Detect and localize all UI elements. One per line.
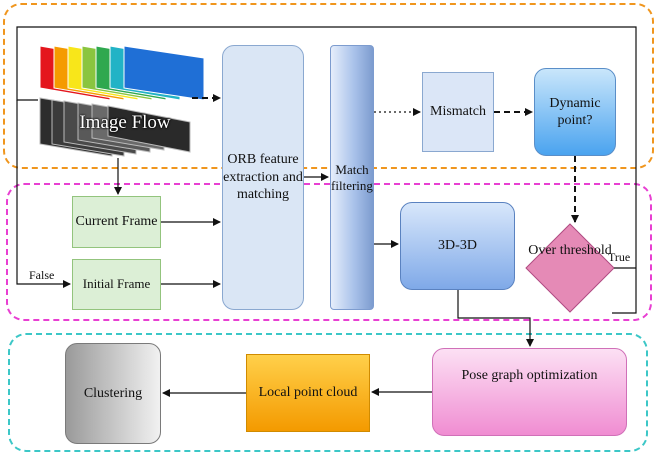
clustering-box: Clustering (65, 343, 161, 444)
clustering-label: Clustering (83, 385, 143, 401)
dynamic-point-box: Dynamic point? (534, 68, 616, 156)
mismatch-label: Mismatch (430, 104, 486, 120)
local-point-cloud-box: Local point cloud (246, 354, 370, 432)
feature-region-outline (3, 3, 654, 169)
current-frame-box: Current Frame (72, 196, 161, 248)
pose-graph-optimization-box: Pose graph optimization (432, 348, 627, 436)
image-flow-label: Image Flow (79, 112, 171, 133)
pose-graph-label: Pose graph optimization (461, 368, 598, 383)
local-point-cloud-label: Local point cloud (258, 385, 358, 401)
false-loop-arrow (16, 100, 71, 288)
initial-frame-box: Initial Frame (72, 259, 161, 310)
3d-3d-box: 3D-3D (400, 202, 515, 290)
false-edge-label: False (29, 268, 55, 282)
3d-3d-label: 3D-3D (438, 238, 477, 254)
orb-feature-extraction-box: ORB feature extraction and matching (222, 45, 304, 310)
dynamic-point-label: Dynamic point? (549, 95, 601, 129)
match-filtering-label: Match filtering (331, 161, 373, 193)
initial-frame-label: Initial Frame (82, 276, 151, 292)
orb-label: ORB feature extraction and matching (223, 152, 303, 203)
image-flow-color-frames (39, 45, 205, 101)
true-edge-label: True (608, 250, 631, 264)
match-filtering-box: Match filtering (330, 45, 374, 310)
image-flow-gray-frames (39, 97, 191, 157)
over-threshold-diamond (525, 223, 615, 313)
3d-to-pose-arrow (457, 290, 534, 347)
over-threshold-label: Over threshold (528, 243, 612, 258)
optimization-region-outline (8, 333, 648, 452)
current-frame-label: Current Frame (75, 214, 158, 230)
matching-region-outline (6, 183, 652, 321)
image-flow-frame-7 (123, 45, 205, 101)
feedback-loop-line (16, 26, 637, 314)
mismatch-box: Mismatch (422, 72, 494, 152)
